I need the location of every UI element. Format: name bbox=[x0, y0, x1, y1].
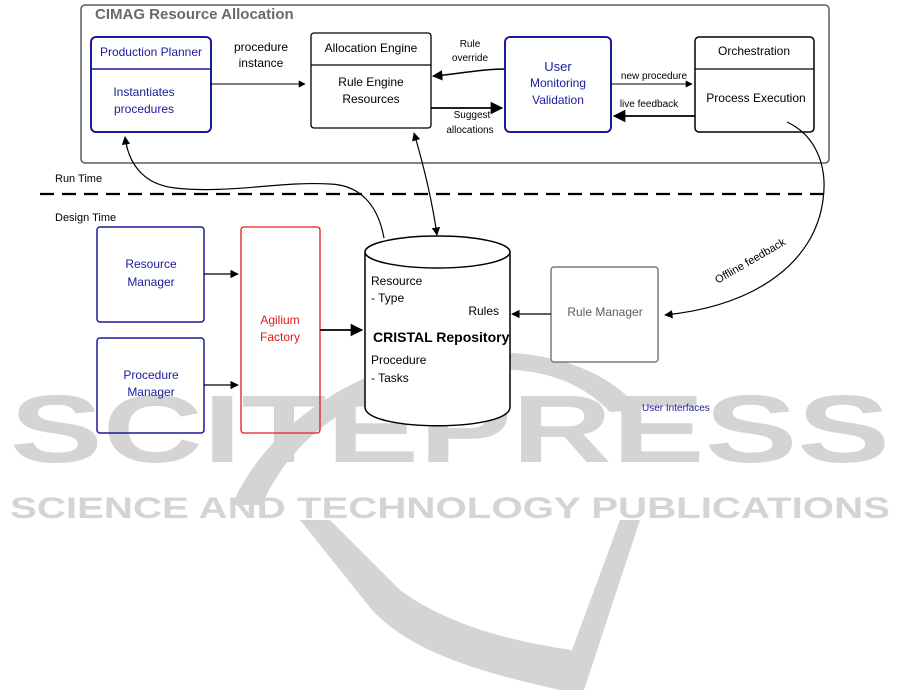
resource-manager-line-1: Resource bbox=[125, 257, 177, 271]
agilium-factory-line-1: Agilium bbox=[260, 313, 299, 327]
label-suggest: Suggest bbox=[454, 110, 491, 121]
repository-resource: Resource bbox=[371, 274, 423, 288]
cimag-container bbox=[80, 4, 830, 164]
label-override: override bbox=[452, 53, 489, 64]
rule-manager-box[interactable]: Rule Manager bbox=[550, 266, 659, 363]
user-monitoring-line-2: Monitoring bbox=[530, 76, 586, 90]
resource-manager-line-2: Manager bbox=[127, 275, 174, 289]
allocation-engine-header: Allocation Engine bbox=[325, 41, 418, 55]
watermark-swoosh bbox=[232, 352, 640, 505]
repository-procedure-tasks: - Tasks bbox=[371, 371, 409, 385]
production-planner-header: Production Planner bbox=[100, 45, 202, 59]
production-planner-body-1: Instantiates bbox=[113, 85, 174, 99]
repository-resource-type: - Type bbox=[371, 291, 404, 305]
allocation-engine-body-1: Rule Engine bbox=[338, 75, 404, 89]
user-monitoring-line-3: Validation bbox=[532, 93, 584, 107]
label-rule: Rule bbox=[460, 39, 481, 50]
edge-rule-override bbox=[431, 68, 505, 81]
allocation-engine-box[interactable]: Allocation Engine Rule Engine Resources bbox=[310, 32, 432, 129]
cristal-repository[interactable]: Resource - Type Rules CRISTAL Repository… bbox=[364, 235, 511, 427]
label-allocations: allocations bbox=[446, 125, 493, 136]
procedure-manager-line-1: Procedure bbox=[123, 368, 179, 382]
user-interfaces-legend: User Interfaces bbox=[642, 403, 710, 414]
allocation-engine-body-2: Resources bbox=[342, 92, 399, 106]
label-instance: instance bbox=[239, 56, 284, 70]
production-planner-box[interactable]: Production Planner Instantiates procedur… bbox=[90, 36, 212, 133]
watermark-sub: SCIENCE AND TECHNOLOGY PUBLICATIONS bbox=[10, 492, 890, 525]
label-offline-feedback: Offline feedback bbox=[713, 236, 788, 286]
edge-offline-feedback bbox=[664, 121, 825, 319]
label-new-procedure: new procedure bbox=[621, 71, 688, 82]
run-time-label: Run Time bbox=[55, 173, 102, 185]
agilium-factory-line-2: Factory bbox=[260, 330, 300, 344]
orchestration-header: Orchestration bbox=[718, 44, 790, 58]
resource-manager-box[interactable]: Resource Manager bbox=[96, 226, 205, 323]
repository-rules: Rules bbox=[468, 304, 499, 318]
edge-repository-allocation-engine bbox=[412, 132, 441, 236]
procedure-manager-line-2: Manager bbox=[127, 385, 174, 399]
orchestration-body: Process Execution bbox=[706, 91, 805, 105]
cimag-title: CIMAG Resource Allocation bbox=[95, 6, 294, 23]
design-time-label: Design Time bbox=[55, 212, 116, 224]
user-monitoring-line-1: User bbox=[544, 59, 572, 74]
rule-manager-label: Rule Manager bbox=[567, 305, 642, 319]
watermark: SCITEPRESS SCIENCE AND TECHNOLOGY PUBLIC… bbox=[10, 352, 890, 690]
label-procedure: procedure bbox=[234, 40, 288, 54]
repository-procedure: Procedure bbox=[371, 353, 427, 367]
orchestration-box[interactable]: Orchestration Process Execution bbox=[694, 36, 815, 133]
user-monitoring-box[interactable]: User Monitoring Validation bbox=[504, 36, 612, 133]
repository-title: CRISTAL Repository bbox=[373, 329, 510, 345]
watermark-v-shape bbox=[300, 520, 640, 690]
label-live-feedback: live feedback bbox=[620, 99, 679, 110]
edge-repository-to-planner bbox=[121, 136, 385, 239]
production-planner-body-2: procedures bbox=[114, 102, 174, 116]
